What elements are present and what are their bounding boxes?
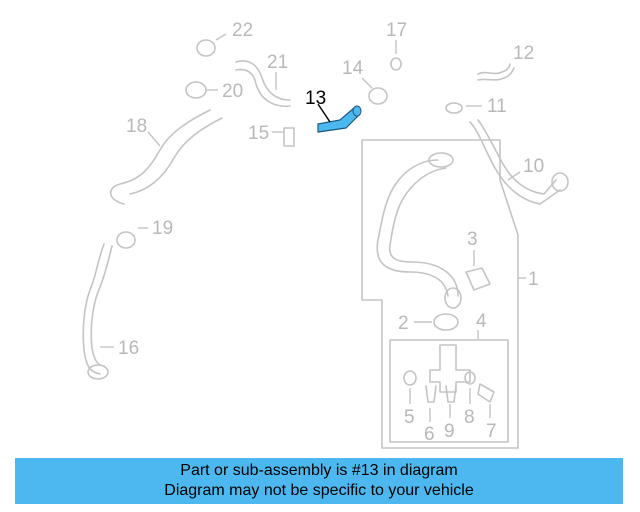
part-19-clamp xyxy=(116,227,148,249)
callout-10: 10 xyxy=(523,156,544,177)
callout-17: 17 xyxy=(386,20,407,41)
part-16-pipe xyxy=(82,243,114,380)
part-2-clamp xyxy=(414,313,459,331)
callout-13: 13 xyxy=(305,88,326,109)
part-3-connector xyxy=(465,250,491,291)
callout-16: 16 xyxy=(118,338,139,359)
callout-22: 22 xyxy=(232,20,253,41)
assembly-outline-1 xyxy=(361,139,519,449)
part-20-clamp xyxy=(185,81,218,99)
part-17-washer xyxy=(390,40,402,71)
callout-15: 15 xyxy=(248,123,269,144)
callout-21: 21 xyxy=(267,52,288,73)
part-11-oring xyxy=(445,102,482,114)
callout-11: 11 xyxy=(487,96,507,117)
callout-12: 12 xyxy=(513,43,534,64)
callout-1: 1 xyxy=(528,269,539,290)
callout-2: 2 xyxy=(398,313,409,334)
banner-line-1: Part or sub-assembly is #13 in diagram xyxy=(180,462,458,479)
callout-4: 4 xyxy=(476,311,487,332)
part-12-hose xyxy=(477,63,515,81)
info-banner: Part or sub-assembly is #13 in diagram D… xyxy=(15,458,623,504)
part-21-hose xyxy=(235,60,291,108)
part-22-clamp xyxy=(196,33,227,57)
part-13-hose[interactable] xyxy=(317,105,362,133)
callout-19: 19 xyxy=(152,218,173,239)
part-15-bracket xyxy=(272,127,295,147)
part-4-fittings xyxy=(403,344,495,422)
callout-7: 7 xyxy=(486,421,497,442)
part-10-hose xyxy=(469,119,569,205)
part-1-hose xyxy=(376,152,462,309)
part-14-clamp xyxy=(361,77,388,105)
parts-diagram: 1 2 3 4 5 6 7 8 9 10 11 12 13 14 15 16 1… xyxy=(82,20,569,449)
callout-9: 9 xyxy=(444,421,455,442)
callout-5: 5 xyxy=(404,407,415,428)
banner-line-2: Diagram may not be specific to your vehi… xyxy=(164,482,474,499)
callout-8: 8 xyxy=(464,407,475,428)
callout-20: 20 xyxy=(222,81,243,102)
callout-14: 14 xyxy=(342,58,364,79)
callout-3: 3 xyxy=(467,229,478,250)
callout-18: 18 xyxy=(126,116,147,137)
callout-6: 6 xyxy=(424,424,435,445)
part-18-hose xyxy=(109,109,223,205)
